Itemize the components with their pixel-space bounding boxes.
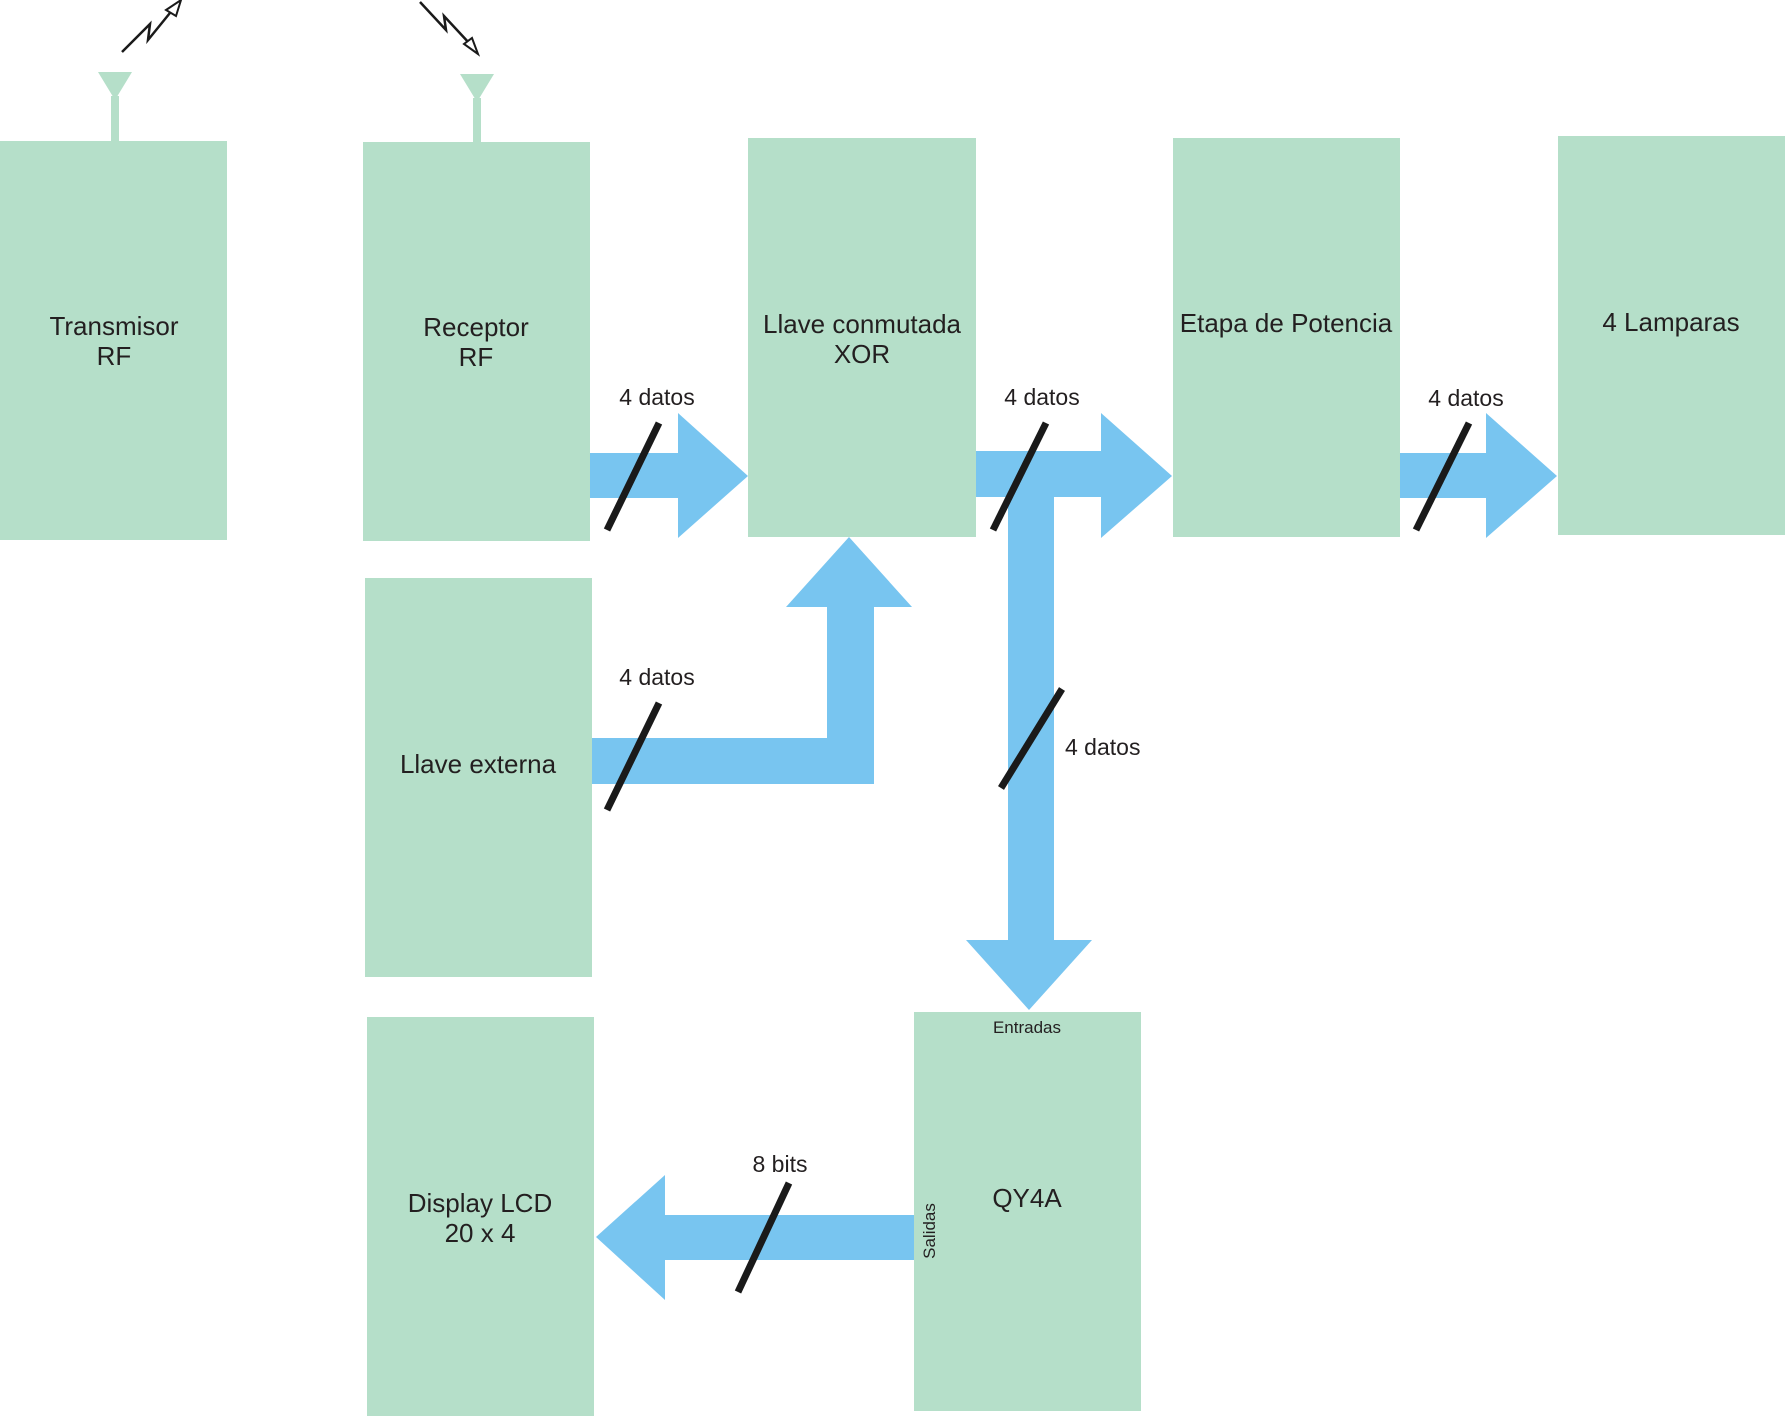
bus-slash-xor-to-qy4a <box>998 687 1065 790</box>
block-transmisor-label-2: RF <box>97 341 132 371</box>
block-xor-label-2: XOR <box>834 339 890 369</box>
bus-label-qy4a-to-lcd: 8 bits <box>753 1151 808 1177</box>
block-xor-label-1: Llave conmutada <box>763 309 962 339</box>
bus-label-pot-to-lamp: 4 datos <box>1428 385 1503 411</box>
block-4-lamparas: 4 Lamparas <box>1558 136 1785 535</box>
bus-arrow-ext-to-xor <box>592 537 912 784</box>
antenna-receive-icon <box>419 1 494 144</box>
block-lcd-label-1: Display LCD <box>408 1188 553 1218</box>
block-qy4a: QY4A Entradas Salidas <box>914 1012 1141 1411</box>
block-receptor-rf: Receptor RF <box>363 142 590 541</box>
block-etapa-de-potencia: Etapa de Potencia <box>1173 138 1400 537</box>
bus-slash-rx-to-xor <box>603 421 663 532</box>
block-potencia-label: Etapa de Potencia <box>1180 308 1393 338</box>
port-salidas-label: Salidas <box>920 1203 939 1259</box>
bus-label-xor-to-qy4a: 4 datos <box>1065 734 1140 760</box>
port-entradas-label: Entradas <box>993 1018 1061 1037</box>
bus-arrow-rx-to-xor <box>590 413 748 538</box>
bus-slash-pot-to-lamp <box>1412 421 1473 532</box>
bus-slash-xor-to-pot <box>989 421 1050 532</box>
block-qy4a-label: QY4A <box>992 1183 1062 1213</box>
block-llave-externa: Llave externa <box>365 578 592 977</box>
block-receptor-label-2: RF <box>459 342 494 372</box>
bus-arrow-xor-to-pot <box>966 413 1172 1010</box>
block-transmisor-label-1: Transmisor <box>49 311 178 341</box>
block-display-lcd: Display LCD 20 x 4 <box>367 1017 594 1416</box>
bus-slash-qy4a-to-lcd <box>734 1181 793 1294</box>
bus-arrow-pot-to-lamp <box>1400 413 1557 538</box>
block-lcd-label-2: 20 x 4 <box>445 1218 516 1248</box>
bus-arrow-qy4a-to-lcd <box>596 1175 914 1300</box>
block-llave-conmutada-xor: Llave conmutada XOR <box>748 138 976 537</box>
bus-slash-ext-to-xor <box>603 701 663 812</box>
block-externa-label: Llave externa <box>400 749 557 779</box>
block-transmisor-rf: Transmisor RF <box>0 141 227 540</box>
bus-label-rx-to-xor: 4 datos <box>619 384 694 410</box>
block-receptor-label-1: Receptor <box>423 312 529 342</box>
bus-label-ext-to-xor: 4 datos <box>619 664 694 690</box>
block-lamparas-label: 4 Lamparas <box>1602 307 1739 337</box>
bus-label-xor-to-pot: 4 datos <box>1004 384 1079 410</box>
antenna-transmit-icon <box>98 0 183 142</box>
